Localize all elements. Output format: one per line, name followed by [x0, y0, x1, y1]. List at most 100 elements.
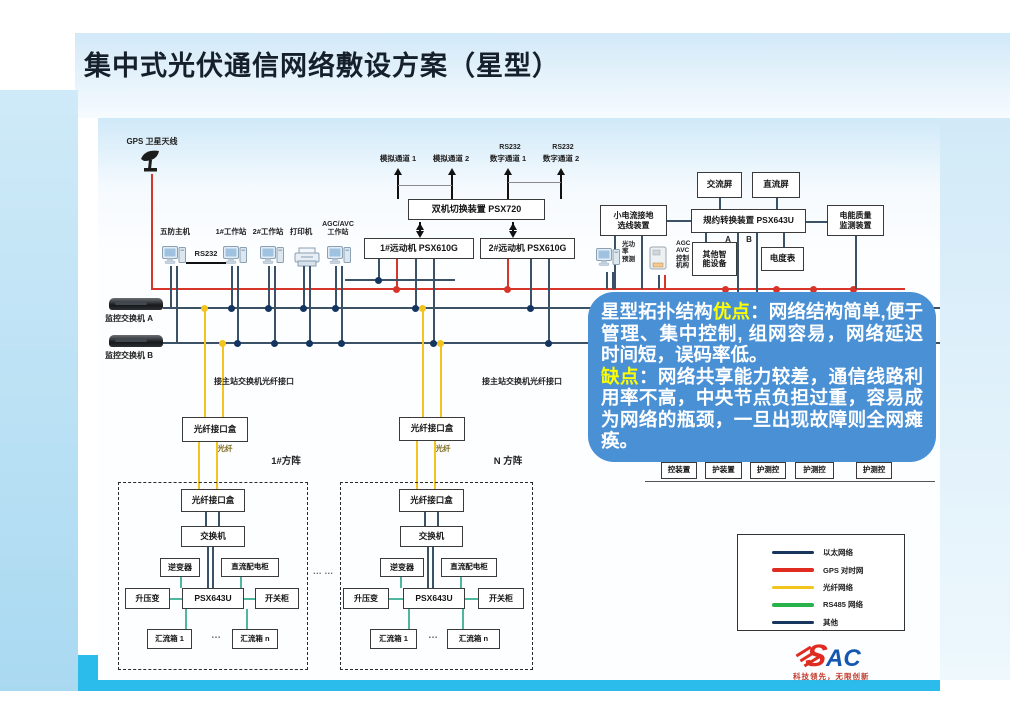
- wire-rs485: [400, 577, 402, 588]
- wire-ethernet: [309, 266, 311, 342]
- wire-rs485: [246, 609, 248, 630]
- connection-dot: [337, 339, 345, 347]
- digital-channel-1-label: 数字通道 1: [489, 154, 527, 163]
- transformer-box: 升压变: [343, 588, 389, 609]
- wire-ethernet: [170, 266, 172, 307]
- wire-rs485: [244, 598, 255, 600]
- power-quality-box: 电能质量 监测装置: [827, 205, 884, 236]
- wire-gps: [396, 259, 398, 288]
- switch-a-label: 监控交换机 A: [105, 314, 153, 323]
- wire-gps: [507, 259, 509, 288]
- gps-tap-dot: [849, 285, 857, 293]
- legend-row: 光纤网络: [772, 579, 904, 596]
- wire-rs485: [408, 609, 410, 630]
- connection-dot: [411, 304, 419, 312]
- combiner-box-n: 汇流箱 n: [447, 629, 500, 649]
- wire-ethernet: [345, 279, 455, 281]
- cut-device-box: 护测控: [795, 462, 834, 479]
- analog-channel-2-label: 模拟通道 2: [432, 154, 470, 163]
- connection-dot: [374, 276, 382, 284]
- wire-ethernet: [737, 233, 740, 293]
- other-smart-devices-box: 其他智 能设备: [692, 242, 737, 276]
- topology-note-callout: 星型拓扑结构优点：网络结构简单,便于管理、集中控制, 组网容易，网络延迟时间短，…: [588, 292, 936, 462]
- wire-link: [806, 221, 828, 223]
- ac-panel-box: 交流屏: [697, 172, 742, 198]
- station-label: 2#工作站: [252, 227, 284, 236]
- wire-ethernet: [378, 259, 380, 279]
- arrow-up-icon: [557, 164, 565, 175]
- ellipsis: … …: [312, 566, 334, 576]
- port-b-label: B: [746, 235, 752, 244]
- wire-link: [645, 481, 935, 482]
- legend-row: GPS 对时网: [772, 561, 904, 578]
- disadvantage-highlight: 缺点: [601, 365, 639, 387]
- wire-link: [719, 198, 721, 210]
- wire-link: [427, 547, 429, 588]
- printer-icon: [294, 247, 320, 267]
- wire-link: [641, 236, 643, 289]
- fiber-interface-box: 光纤接口盒: [181, 489, 245, 512]
- inverter-box: 逆变器: [160, 558, 200, 577]
- cut-device-box: 控装置: [661, 462, 697, 479]
- arrow-up-icon: [448, 164, 456, 175]
- rs232-channel-label: RS232: [552, 144, 574, 151]
- left-decor-band: [0, 90, 78, 691]
- gps-antenna-label: GPS 卫星天线: [126, 137, 178, 146]
- computer-icon: [327, 244, 351, 268]
- wire-ethernet: [268, 266, 270, 307]
- fiber-interface-box: 光纤接口盒: [399, 417, 465, 441]
- wire-channel: [560, 170, 562, 199]
- wire-rs485: [170, 598, 182, 600]
- rtu2-box: 2#远动机 PSX610G: [480, 238, 575, 259]
- ellipsis: …: [428, 630, 438, 641]
- wire-rs485: [460, 577, 462, 588]
- switch-b-rack-icon: [109, 335, 163, 347]
- inverter-box: 逆变器: [380, 558, 424, 577]
- printer-label: 打印机: [289, 227, 313, 236]
- array1-title: 1#方阵: [271, 456, 301, 467]
- wire-ethernet: [303, 266, 305, 307]
- transformer-box: 升压变: [125, 588, 170, 609]
- computer-icon: [260, 244, 284, 268]
- pv-forecast-label: 光功 率 预测: [622, 241, 635, 263]
- agc-avc-controller-label: AGC AVC 控制 机构: [676, 240, 691, 270]
- wire-link: [606, 272, 608, 289]
- switchgear-box: 开关柜: [478, 588, 524, 609]
- connection-dot: [264, 304, 272, 312]
- psx645u-box: PSX643U: [182, 588, 244, 609]
- wire-link: [432, 547, 434, 588]
- gps-antenna-icon: [138, 148, 164, 174]
- wire-channel: [397, 170, 399, 199]
- wire-fiber: [434, 441, 436, 490]
- switch-b-label: 监控交换机 B: [105, 351, 153, 360]
- cut-device-box: 护测控: [750, 462, 786, 479]
- wire-link: [207, 547, 209, 588]
- wire-link: [783, 233, 785, 247]
- controller-device-icon: [647, 244, 671, 274]
- legend-box: 以太网络 GPS 对时网 光纤网络 RS485 网络 其他: [737, 534, 905, 631]
- arrow-up-icon: [504, 164, 512, 175]
- wire-fiber: [198, 442, 200, 490]
- dc-distribution-box: 直流配电柜: [441, 558, 497, 577]
- wire-ethernet: [237, 266, 239, 342]
- connection-dot: [270, 339, 278, 347]
- wire-fiber: [216, 442, 218, 490]
- cyan-strip: [78, 680, 940, 691]
- connection-dot: [429, 339, 437, 347]
- station-label: 五防主机: [160, 227, 190, 236]
- connection-dot: [526, 304, 534, 312]
- gps-tap-dot: [772, 285, 780, 293]
- station-label: 1#工作站: [215, 227, 247, 236]
- wire-link: [424, 512, 426, 526]
- switch-a-rack-icon: [109, 298, 163, 310]
- logo-tagline: 科技领先，无限创新: [793, 672, 870, 681]
- cyan-block: [78, 655, 98, 685]
- wire-link: [705, 233, 707, 242]
- wire-rs485: [462, 609, 464, 630]
- wire-link: [437, 512, 439, 526]
- wire-ethernet: [548, 259, 550, 342]
- dc-panel-box: 直流屏: [752, 172, 800, 198]
- fiber-line-swatch: [772, 585, 814, 590]
- rs232-channel-label: RS232: [499, 144, 521, 151]
